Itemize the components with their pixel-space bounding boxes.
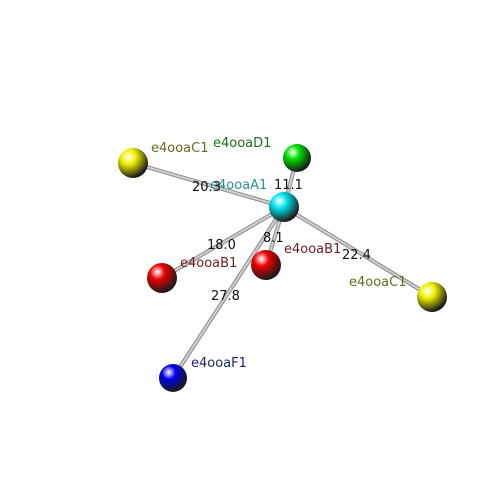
distance-b1-right: 8.1	[263, 231, 284, 246]
distance-c1-right: 22.4	[342, 248, 371, 263]
bond-f1	[172, 206, 285, 379]
bond-c1-left	[132, 162, 285, 208]
label-f1: e4ooaF1	[191, 356, 247, 371]
atom-c1-left	[118, 148, 148, 178]
label-c1-left: e4ooaC1	[151, 141, 209, 156]
atom-f1	[159, 364, 187, 392]
labels-layer: e4ooaC1 e4ooaD1 e4ooaA1 e4ooaB1 e4ooaB1 …	[151, 136, 407, 371]
atom-center	[269, 192, 299, 222]
bonds-layer	[131, 156, 434, 380]
distance-f1: 27.8	[211, 289, 240, 304]
atoms-layer	[118, 144, 447, 392]
atom-d1	[283, 144, 311, 172]
distance-d1: 11.1	[274, 178, 303, 193]
label-b1-left: e4ooaB1	[180, 256, 237, 271]
atom-b1-right	[251, 250, 281, 280]
label-center: e4ooaA1	[210, 178, 267, 193]
label-c1-right: e4ooaC1	[349, 275, 407, 290]
distance-b1-left: 18.0	[207, 238, 236, 253]
bond-b1-left	[161, 206, 285, 279]
atom-c1-right	[417, 282, 447, 312]
atom-b1-left	[147, 263, 177, 293]
distance-labels-layer: 20.3 11.1 18.0 8.1 22.4 27.8	[192, 178, 371, 304]
label-b1-right: e4ooaB1	[284, 242, 341, 257]
label-d1: e4ooaD1	[213, 136, 271, 151]
bond-c1-right	[283, 206, 433, 298]
distance-c1-left: 20.3	[192, 180, 221, 195]
